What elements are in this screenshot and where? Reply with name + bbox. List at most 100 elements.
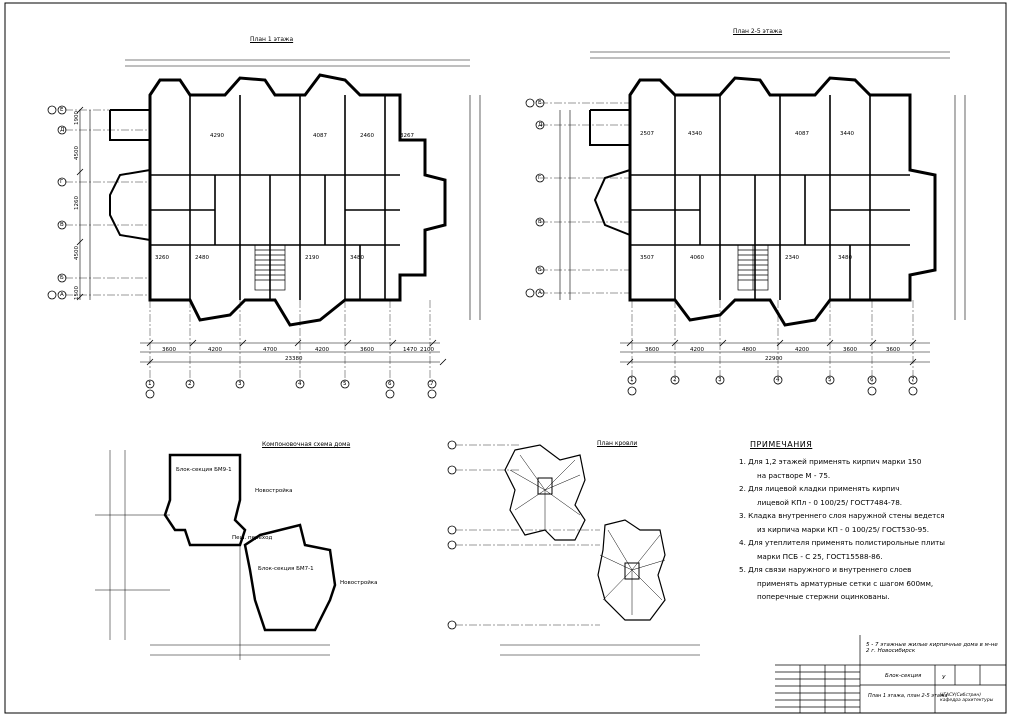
roof-outline-2 xyxy=(597,519,666,621)
note-line: на растворе М - 75. xyxy=(757,470,831,480)
plan2-outer-wall xyxy=(628,76,937,327)
plan2-dim-4: 4200 xyxy=(795,347,809,353)
note-line: поперечные стержни оцинкованы. xyxy=(757,592,890,601)
notes-block: ПРИМЕЧАНИЯ 1. Для 1,2 этажей применять к… xyxy=(735,440,990,604)
note-line: 4. Для утеплителя применять полистирольн… xyxy=(739,538,945,547)
plan2-axis-V: В xyxy=(538,219,542,225)
plan1-axis-A: А xyxy=(60,292,64,298)
plan1-left-dim-5: 1900 xyxy=(74,111,80,125)
plan2-room-dim-8: 3507 xyxy=(640,255,654,261)
stamp-sheet-title: Блок-секция xyxy=(885,673,922,679)
plan2-axis-4: 4 xyxy=(776,377,780,383)
sheet-frame xyxy=(4,2,1007,714)
plan1-axis-G: Г xyxy=(60,179,64,185)
plan1-room-dim-6: 2190 xyxy=(305,255,319,261)
stamp-drawing: План 1 этажа, план 2-5 этажа xyxy=(868,693,948,699)
plan2-dim-6: 3600 xyxy=(886,347,900,353)
scheme-section-1 xyxy=(163,453,247,547)
scheme-section2-label: Блок-секция БМ7-1 xyxy=(258,566,314,572)
plan1-axis-7: 7 xyxy=(430,381,434,387)
plan1-room-dim-1: 4290 xyxy=(210,133,224,139)
scheme-section-2 xyxy=(243,523,337,632)
plan1-axis-E: Е xyxy=(60,107,64,113)
plan2-axis-1: 1 xyxy=(630,377,634,383)
plan2-axis-2: 2 xyxy=(673,377,677,383)
plan1-room-dim-4: 3260 xyxy=(155,255,169,261)
note-line: из кирпича марки КП - 0 100/25/ ГОСТ530-… xyxy=(757,524,930,534)
plan2-room-dim-6: 2340 xyxy=(785,255,799,261)
plan1-room-dim-3: 2460 xyxy=(360,133,374,139)
plan1-left-dim-4: 4500 xyxy=(74,146,80,160)
plan2-axis-5: 5 xyxy=(828,377,832,383)
plan2-room-dim-3: 3440 xyxy=(840,131,854,137)
note-line: марки ПСБ - С 25, ГОСТ15588-86. xyxy=(757,551,883,561)
note-line: 3. Кладка внутреннего слоя наружной стен… xyxy=(739,511,945,520)
scheme-nearby1-label: Новостройка xyxy=(255,488,293,494)
plan2-room-dim-7: 3480 xyxy=(838,255,852,261)
plan1-dim-4: 4200 xyxy=(315,347,329,353)
stamp-project: 5 - 7 этажные жилые кирпичные дома в м-н… xyxy=(866,642,998,654)
plan2-room-dim-2: 4087 xyxy=(795,131,809,137)
plan1-dim-3: 4700 xyxy=(263,347,277,353)
plan1-stair xyxy=(254,244,286,291)
plan1-dim-1: 3600 xyxy=(162,347,176,353)
plan1-dim-5: 3600 xyxy=(360,347,374,353)
plan2-dim-1: 3600 xyxy=(645,347,659,353)
plan2-axis-3: 3 xyxy=(718,377,722,383)
notes-heading: ПРИМЕЧАНИЯ xyxy=(750,440,813,449)
plan-1-floor xyxy=(47,59,481,399)
plan1-room-dim-5: 3480 xyxy=(350,255,364,261)
plan1-room-dim-2: 4087 xyxy=(313,133,327,139)
note-line: 1. Для 1,2 этажей применять кирпич марки… xyxy=(739,457,922,466)
note-line: лицевой КПл - 0 100/25/ ГОСТ7484-78. xyxy=(757,497,903,507)
scheme-expansion-label: Пеш. переход xyxy=(232,535,273,541)
plan2-stair xyxy=(737,244,769,291)
roof-plan xyxy=(447,440,700,656)
plan1-outer-wall xyxy=(148,73,447,327)
plan1-axis-1: 1 xyxy=(148,381,152,387)
plan2-dim-total: 22900 xyxy=(765,356,783,362)
plan1-left-dim-1: 1500 xyxy=(74,286,80,300)
plan1-axis-B: Б xyxy=(60,275,64,281)
plan2-axis-B: Б xyxy=(538,267,542,273)
plan2-axis-A: А xyxy=(538,290,542,296)
plan1-dim-2: 4200 xyxy=(208,347,222,353)
plan1-axis-5: 5 xyxy=(343,381,347,387)
plan1-left-dim-3: 1260 xyxy=(74,196,80,210)
plan2-left-bay xyxy=(593,169,631,236)
scheme-section1-label: Блок-секция БМ9-1 xyxy=(176,467,232,473)
note-line: 2. Для лицевой кладки применять кирпич xyxy=(739,484,900,493)
plan2-room-dim-1: 4340 xyxy=(688,131,702,137)
plan2-dim-2: 4200 xyxy=(690,347,704,353)
plan1-dim-7: 2100 xyxy=(420,347,434,353)
scheme-nearby2-label: Новостройка xyxy=(340,580,378,586)
plan2-axis-6: 6 xyxy=(870,377,874,383)
plan1-axis-3: 3 xyxy=(238,381,242,387)
plan1-axis-4: 4 xyxy=(298,381,302,387)
plan1-dim-6: 1470 xyxy=(403,347,417,353)
plan1-room-dim-7: 2480 xyxy=(195,255,209,261)
layout-scheme xyxy=(95,450,337,660)
plan2-room-dim-5: 4060 xyxy=(690,255,704,261)
plan1-room-dim-8: 3267 xyxy=(400,133,414,139)
plan-2-5-floor xyxy=(525,51,966,396)
roof-title: План кровли xyxy=(597,440,638,447)
plan1-axis-V: В xyxy=(60,222,64,228)
plan2-axis-D: Д xyxy=(538,122,543,128)
plan1-left-dim-2: 4500 xyxy=(74,246,80,260)
plan1-title: План 1 этажа xyxy=(250,36,294,43)
plan2-dim-5: 3600 xyxy=(843,347,857,353)
plan2-dim-3: 4800 xyxy=(742,347,756,353)
roof-outline-1 xyxy=(504,444,586,541)
stamp-stage: У xyxy=(942,675,946,681)
plan2-room-dim-4: 2507 xyxy=(640,131,654,137)
plan1-axis-2: 2 xyxy=(188,381,192,387)
plan1-left-bay xyxy=(109,169,151,241)
plan1-axis-6: 6 xyxy=(388,381,392,387)
scheme-title: Компоновочная схема дома xyxy=(262,441,351,448)
stamp-org: НГАСУ(Сибстрин) кафедра архитектуры xyxy=(940,693,994,703)
plan1-axis-D: Д xyxy=(60,127,65,133)
plan2-axis-G: Г xyxy=(538,175,542,181)
plan2-title: План 2-5 этажа xyxy=(733,28,783,35)
